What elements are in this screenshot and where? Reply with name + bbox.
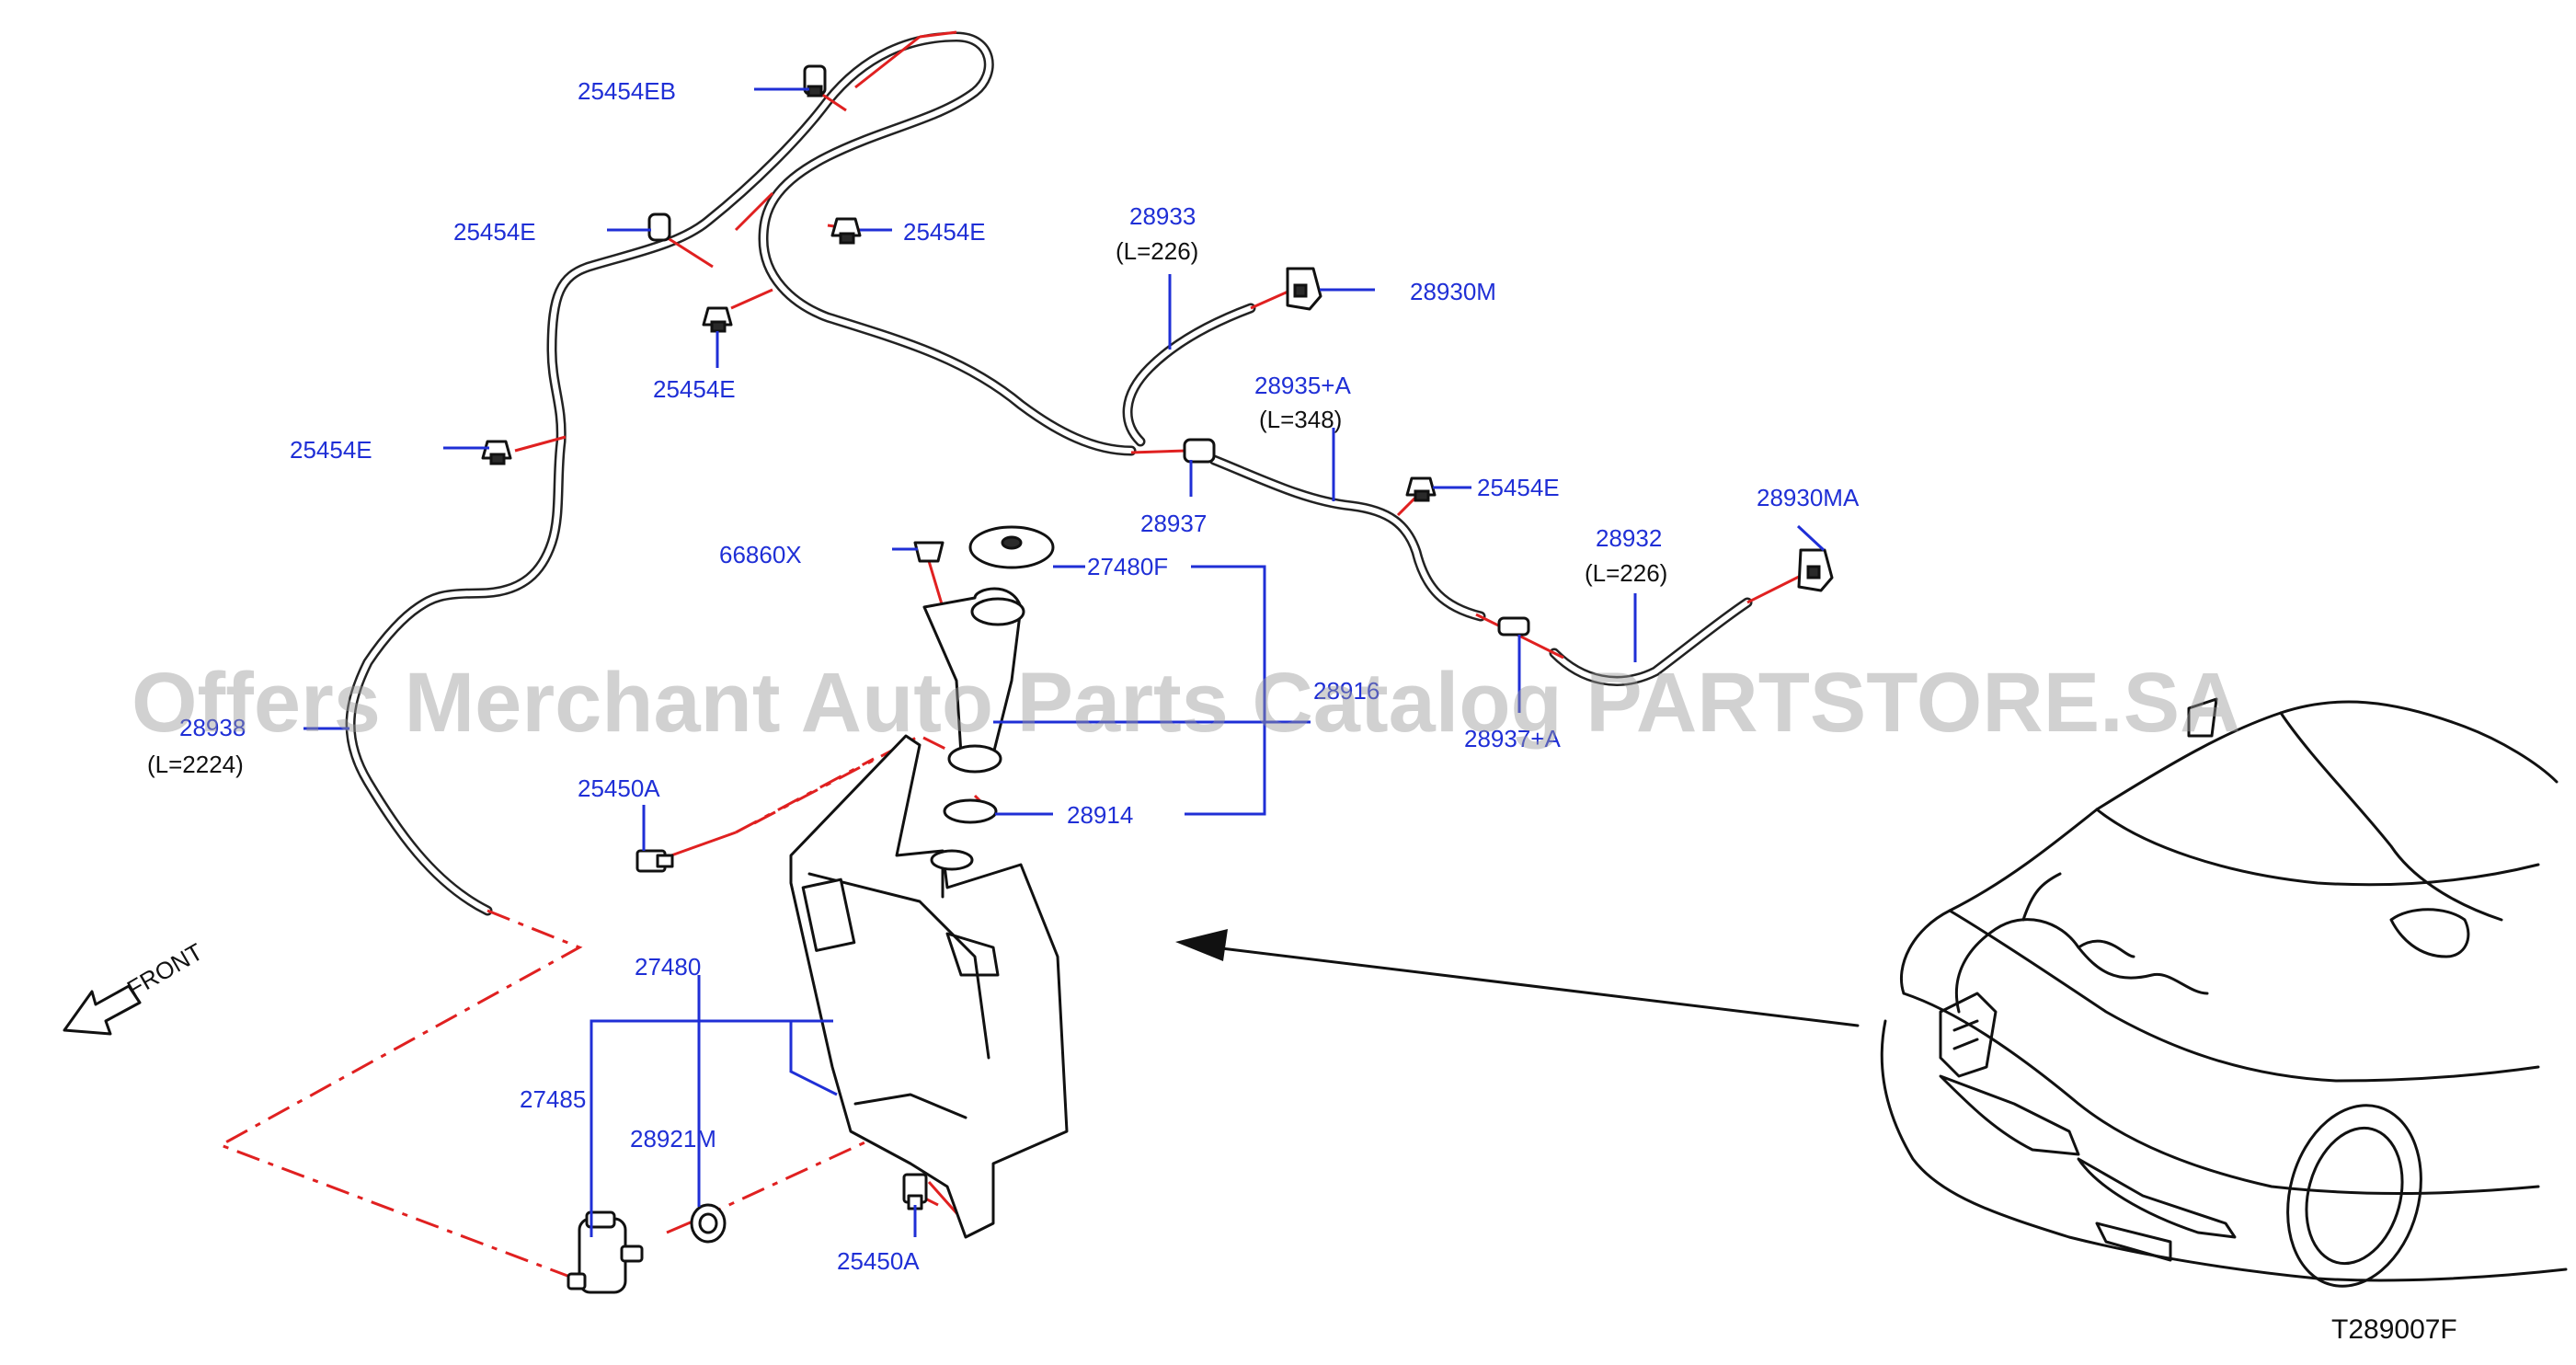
label-28938: 28938 xyxy=(179,714,246,741)
label-28914: 28914 xyxy=(1067,801,1133,829)
label-28932-length: (L=226) xyxy=(1585,559,1667,587)
joint-28937-icon xyxy=(1183,438,1216,464)
part-labels: 25454EB 25454E 25454E 25454E 25454E 2545… xyxy=(147,77,1860,1275)
reservoir-tank-27480-icon xyxy=(789,734,1069,1239)
label-28932: 28932 xyxy=(1596,524,1662,552)
label-25454e-3: 25454E xyxy=(653,375,736,403)
label-25454e-1: 25454E xyxy=(453,218,536,246)
clip-25454e-5-icon xyxy=(1405,476,1437,502)
nozzle-28930m-icon xyxy=(1286,267,1322,311)
label-28930ma: 28930MA xyxy=(1757,484,1860,511)
grommet-28921m-icon xyxy=(690,1203,727,1244)
label-25454eb: 25454EB xyxy=(578,77,676,105)
clip-25454e-2-icon xyxy=(830,217,862,245)
label-28930m: 28930M xyxy=(1410,278,1496,305)
label-25454e-2: 25454E xyxy=(903,218,986,246)
washer-pump-27485-icon xyxy=(567,1210,644,1294)
filler-cap-27480f-icon xyxy=(968,525,1055,569)
label-28937a: 28937+A xyxy=(1464,725,1561,752)
front-label: FRONT xyxy=(122,937,208,1003)
hose-clips xyxy=(481,64,1834,637)
label-28937: 28937 xyxy=(1140,510,1207,537)
nozzle-28930ma-icon xyxy=(1797,548,1834,592)
washer-hose-network xyxy=(345,31,1753,916)
label-28921m: 28921M xyxy=(630,1125,716,1153)
figure-reference: T289007F xyxy=(2331,1314,2457,1345)
label-27480: 27480 xyxy=(635,953,701,981)
washer-tank-assembly xyxy=(567,525,1069,1294)
label-28933-length: (L=226) xyxy=(1116,237,1198,265)
clip-25454e-4-icon xyxy=(481,440,512,465)
filler-neck-28916-icon xyxy=(922,587,1025,774)
label-25450a-1: 25450A xyxy=(578,774,660,802)
bolt-25450a-2-icon xyxy=(902,1173,928,1210)
label-28933: 28933 xyxy=(1129,202,1196,230)
clip-25454eb-icon xyxy=(803,64,827,98)
direction-arrow xyxy=(1175,929,1860,1027)
label-25454e-4: 25454E xyxy=(290,436,372,464)
clip-66860x-icon xyxy=(913,541,945,563)
label-27480f: 27480F xyxy=(1087,553,1168,580)
bolt-25450a-1-icon xyxy=(635,849,674,873)
label-28938-length: (L=2224) xyxy=(147,751,244,778)
label-25454e-5: 25454E xyxy=(1477,474,1560,501)
clip-25454e-3-icon xyxy=(702,306,733,333)
front-indicator: FRONT xyxy=(63,937,208,1036)
label-28935a-length: (L=348) xyxy=(1259,406,1342,433)
vehicle-outline-icon xyxy=(1880,697,2568,1288)
label-27485: 27485 xyxy=(520,1085,586,1113)
joint-28937a-icon xyxy=(1497,616,1530,637)
label-28916: 28916 xyxy=(1313,677,1380,705)
clip-25454e-1-icon xyxy=(647,212,671,242)
leader-lines xyxy=(303,87,1826,1237)
watermark: Offers Merchant Auto Parts Catalog PARTS… xyxy=(132,656,2241,750)
label-25450a-2: 25450A xyxy=(837,1247,920,1275)
label-66860x: 66860X xyxy=(719,541,802,568)
o-ring-28914-icon xyxy=(943,798,998,824)
label-28935a: 28935+A xyxy=(1254,372,1351,399)
